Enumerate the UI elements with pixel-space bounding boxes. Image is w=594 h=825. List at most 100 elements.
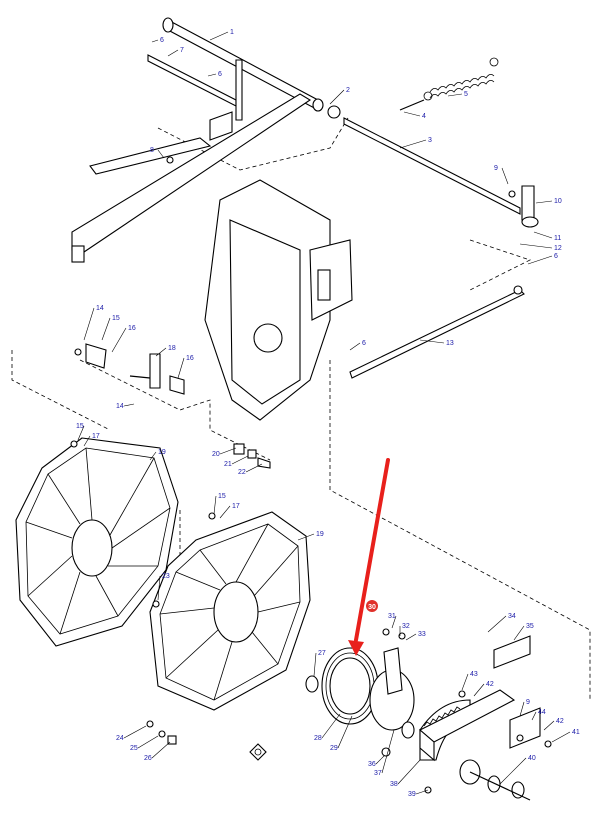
callout-24: 24 — [116, 735, 124, 742]
callout-leader — [473, 683, 485, 697]
bracket-10 — [521, 185, 539, 228]
callout-23: 23 — [162, 573, 170, 580]
orientation-symbol-icon — [249, 743, 267, 761]
callout-leader — [111, 327, 127, 353]
callout-leader — [149, 451, 157, 461]
callout-15: 15 — [112, 315, 120, 322]
callout-43: 43 — [470, 671, 478, 678]
callout-44: 44 — [538, 709, 546, 716]
callout-leader — [551, 731, 571, 743]
callout-leader — [137, 735, 159, 749]
callout-leader — [405, 633, 417, 641]
callout-leader — [213, 495, 217, 515]
ring-gasket-29 — [321, 647, 379, 725]
callout-20: 20 — [212, 451, 220, 458]
callout-6: 6 — [362, 340, 366, 347]
callout-leader — [209, 31, 229, 41]
callout-7: 7 — [180, 47, 184, 54]
callout-leader — [487, 615, 507, 633]
callout-leader — [349, 342, 361, 351]
callout-leader — [381, 729, 395, 774]
callout-leader — [123, 403, 135, 407]
callout-3: 3 — [428, 137, 432, 144]
callout-29: 29 — [330, 745, 338, 752]
callout-16: 16 — [128, 325, 136, 332]
callout-leader — [461, 673, 469, 691]
callout-13: 13 — [446, 340, 454, 347]
callout-leader — [527, 255, 553, 265]
callout-leader — [447, 93, 463, 97]
callout-leader — [397, 759, 421, 785]
callout-leader — [177, 357, 185, 379]
callout-leader — [77, 425, 85, 441]
callout-34: 34 — [508, 613, 516, 620]
callout-leader — [83, 435, 91, 447]
callout-39: 39 — [408, 791, 416, 798]
main-frame-tube — [71, 17, 324, 263]
callout-31: 31 — [388, 613, 396, 620]
callout-1: 1 — [230, 29, 234, 36]
callout-leader — [403, 111, 421, 117]
callout-16: 16 — [186, 355, 194, 362]
callout-17: 17 — [92, 433, 100, 440]
callout-6: 6 — [554, 253, 558, 260]
callout-leader — [167, 49, 179, 57]
callout-11: 11 — [554, 235, 561, 242]
callout-10: 10 — [554, 198, 562, 205]
callout-leader — [415, 789, 429, 795]
callout-leader — [337, 715, 353, 749]
callout-leader — [519, 243, 553, 249]
callout-37: 37 — [374, 770, 382, 777]
callout-leader — [533, 231, 553, 239]
callout-9: 9 — [494, 165, 498, 172]
callout-leader — [297, 533, 315, 541]
callout-5: 5 — [464, 91, 468, 98]
callout-leader — [231, 455, 249, 465]
callout-leader — [499, 757, 527, 785]
central-housing — [204, 179, 353, 421]
callout-35: 35 — [526, 623, 534, 630]
callout-leader — [157, 575, 161, 601]
callout-leader — [329, 89, 345, 105]
rod-3 — [327, 105, 521, 215]
bearing-brackets-left — [74, 343, 185, 395]
fan-plate-right — [149, 511, 311, 711]
callout-33: 33 — [418, 631, 426, 638]
callout-leader — [155, 347, 167, 357]
callout-22: 22 — [238, 469, 246, 476]
bracket-44 — [509, 707, 541, 749]
square-tube-assembly — [419, 635, 531, 762]
callout-leader — [531, 711, 537, 721]
highlight-badge-label: 30 — [368, 604, 376, 611]
callout-leader — [313, 652, 317, 677]
callout-leader — [501, 167, 509, 185]
callout-38: 38 — [390, 781, 398, 788]
callout-leader — [391, 615, 397, 629]
callout-leader — [543, 720, 555, 731]
callout-15: 15 — [76, 423, 84, 430]
callout-leader — [157, 149, 165, 159]
phantom-lines — [11, 117, 591, 700]
callout-40: 40 — [528, 755, 536, 762]
callout-leader — [101, 317, 111, 341]
callout-27: 27 — [318, 650, 326, 657]
callout-leader — [207, 73, 217, 77]
callout-leader — [375, 755, 385, 765]
highlight-badge-30: 30 — [366, 600, 378, 612]
callout-32: 32 — [402, 623, 410, 630]
callout-6: 6 — [160, 37, 164, 44]
callout-14: 14 — [96, 305, 104, 312]
callout-leader — [219, 447, 237, 455]
callout-17: 17 — [232, 503, 240, 510]
callout-leader — [123, 725, 147, 739]
callout-19: 19 — [316, 531, 324, 538]
callout-leader — [151, 39, 159, 43]
callout-leader — [419, 339, 445, 344]
callout-leader — [399, 139, 427, 149]
callout-leader — [519, 701, 525, 717]
callout-9: 9 — [526, 699, 530, 706]
callout-19: 19 — [158, 449, 166, 456]
hardware-fasteners — [70, 156, 552, 794]
